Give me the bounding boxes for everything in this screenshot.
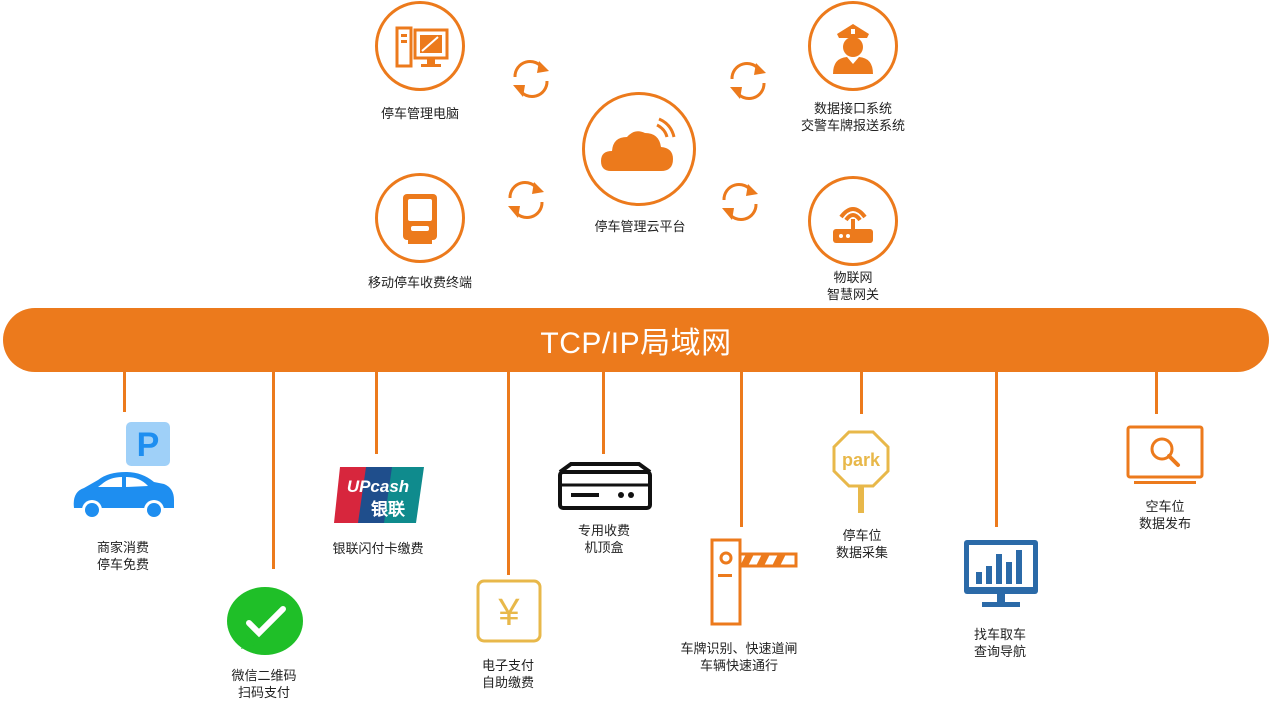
pc-node-circle (375, 1, 465, 91)
gateway-node-label-2: 智慧网关 (826, 288, 879, 303)
car-parking-icon: P (73, 422, 174, 520)
connector-line (860, 372, 863, 414)
wechat-icon (227, 587, 303, 655)
connector-line (123, 372, 126, 412)
cloud-node-circle (582, 92, 696, 206)
router-icon (833, 207, 873, 243)
svg-text:UPcash: UPcash (347, 477, 409, 496)
cloud-icon (601, 117, 676, 171)
merchant-label-1: 商家消费 (96, 541, 149, 556)
wechat-label-2: 扫码支付 (237, 686, 290, 701)
svg-text:park: park (842, 450, 881, 470)
connector-line (995, 372, 998, 527)
connector-line (602, 372, 605, 454)
svg-text:银联: 银联 (371, 499, 405, 520)
park-sign-icon: park (832, 430, 890, 513)
connector-line (1155, 372, 1158, 414)
gateway-node-label-1: 物联网 (833, 271, 873, 286)
connector-line (272, 372, 275, 569)
barrier-label-1: 车牌识别、快速道闸 (680, 642, 798, 657)
epay-label-2: 自助缴费 (481, 676, 534, 691)
unionpay-logo: UPcash 银联 (334, 467, 424, 523)
connector-line (740, 372, 743, 527)
svg-text:P: P (137, 426, 160, 464)
computer-icon (395, 26, 449, 68)
monitor-search-icon (1126, 425, 1204, 484)
findcar-label-1: 找车取车 (973, 628, 1026, 643)
pc-node-label: 停车管理电脑 (380, 107, 459, 122)
merchant-label-2: 停车免费 (96, 558, 149, 573)
police-officer-icon (833, 24, 873, 74)
barrier-label-2: 车辆快速通行 (699, 659, 778, 674)
police-node-label-1: 数据接口系统 (813, 102, 892, 117)
parkspot-label-2: 数据采集 (835, 546, 888, 561)
yen-icon: ¥ (476, 579, 542, 643)
connector-line (375, 372, 378, 454)
connector-line (507, 372, 510, 575)
barrier-gate-icon (710, 538, 798, 626)
vacancy-label-2: 数据发布 (1138, 517, 1191, 532)
sync-arrows-icon (508, 180, 544, 220)
parkspot-label-1: 停车位 (842, 529, 882, 544)
gateway-node-circle (808, 176, 898, 266)
sync-arrows-icon (722, 182, 758, 222)
cloud-node-label: 停车管理云平台 (594, 220, 686, 235)
mobile-node-circle (375, 173, 465, 263)
mobile-node-label: 移动停车收费终端 (367, 276, 472, 291)
stb-label-2: 机顶盒 (584, 541, 624, 556)
wechat-label-1: 微信二维码 (231, 669, 297, 684)
mobile-terminal-icon (403, 194, 437, 244)
set-top-box-icon (558, 462, 652, 510)
police-node-circle (808, 1, 898, 91)
epay-label-1: 电子支付 (481, 659, 534, 674)
svg-text:¥: ¥ (497, 592, 520, 634)
unionpay-label: 银联闪付卡缴费 (332, 542, 424, 557)
monitor-chart-icon (964, 540, 1038, 607)
findcar-label-2: 查询导航 (973, 645, 1026, 660)
sync-arrows-icon (513, 59, 549, 99)
network-bus: TCP/IP局域网 (3, 308, 1269, 372)
vacancy-label-1: 空车位 (1145, 500, 1185, 515)
sync-arrows-icon (730, 61, 766, 101)
stb-label-1: 专用收费 (577, 524, 630, 539)
network-title: TCP/IP局域网 (540, 327, 732, 360)
police-node-label-2: 交警车牌报送系统 (800, 119, 905, 134)
